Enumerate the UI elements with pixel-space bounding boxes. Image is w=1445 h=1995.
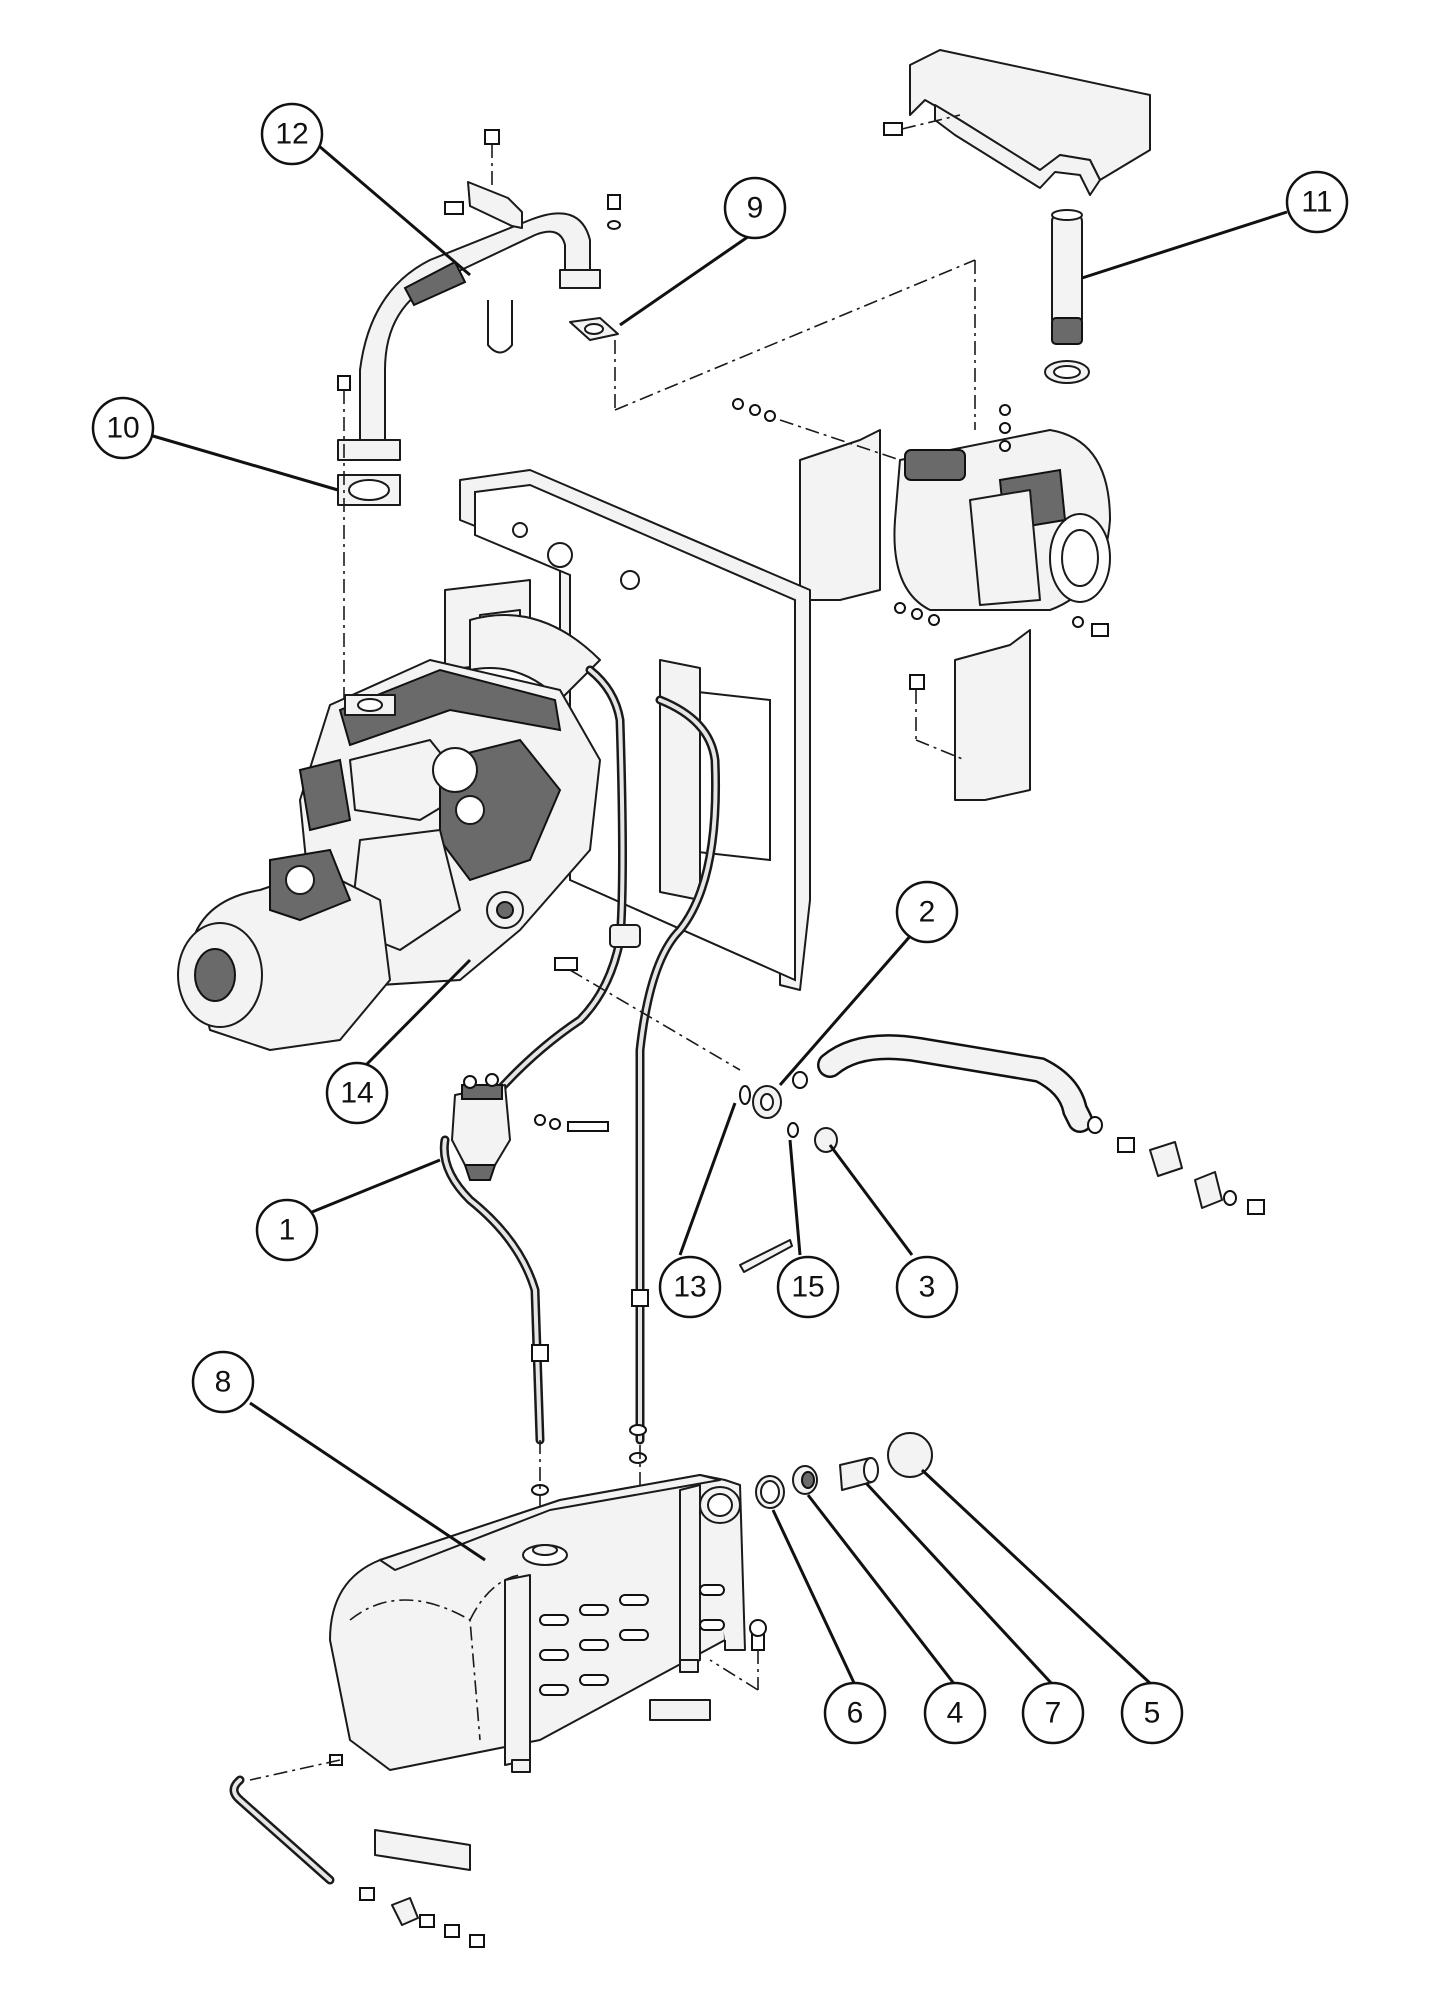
callout-12: 12: [260, 102, 324, 166]
filler-neck-ring: [792, 1465, 818, 1495]
cotter-pin: [739, 1239, 793, 1273]
dpf-mounting-bracket-upper: [799, 429, 881, 601]
fuel-filter: [451, 1073, 511, 1181]
drain-fittings: [359, 1887, 485, 1948]
svg-text:15: 15: [791, 1271, 824, 1304]
svg-text:2: 2: [919, 896, 936, 929]
fuel-filter-line: [439, 1135, 645, 1445]
svg-text:7: 7: [1045, 1697, 1062, 1730]
fuel-vent-hose: [817, 1034, 1093, 1133]
exhaust-pipe: [337, 212, 601, 461]
svg-text:12: 12: [275, 118, 308, 151]
callout-5: 5: [1120, 1681, 1184, 1745]
exhaust-gasket-bottom: [337, 375, 401, 506]
callout-15: 15: [776, 1255, 840, 1319]
svg-text:3: 3: [919, 1271, 936, 1304]
callout-11: 11: [1285, 170, 1349, 234]
svg-text:5: 5: [1144, 1697, 1161, 1730]
callout-14: 14: [325, 1061, 389, 1125]
dpf-mounting-bracket-lower: [954, 629, 1031, 801]
leader-lines: [152, 138, 1288, 1687]
hose-clamps: [792, 1071, 1265, 1215]
svg-text:9: 9: [747, 192, 764, 225]
callout-9: 9: [723, 176, 787, 240]
bolt: [883, 114, 961, 136]
svg-text:1: 1: [279, 1214, 296, 1247]
callout-1: 1: [255, 1198, 319, 1262]
callout-6: 6: [823, 1681, 887, 1745]
mounting-bracket: [444, 129, 523, 229]
drain-label-plate: [374, 1829, 471, 1871]
bolt: [607, 194, 621, 230]
line-fittings: [531, 1289, 649, 1496]
svg-text:11: 11: [1301, 186, 1332, 219]
svg-text:14: 14: [340, 1077, 373, 1110]
exhaust-heat-shield: [909, 49, 1151, 196]
svg-text:10: 10: [106, 412, 139, 445]
washer-stack: [732, 398, 1109, 690]
callout-13: 13: [658, 1255, 722, 1319]
exhaust-tailpipe: [1044, 209, 1090, 384]
drain-line: [229, 1754, 343, 1885]
tank-bolt: [749, 1619, 767, 1651]
diesel-particulate-filter: [893, 429, 1111, 611]
radiator-frame: [444, 469, 811, 991]
o-ring: [739, 1085, 799, 1138]
callout-4: 4: [923, 1681, 987, 1745]
line-clamp: [554, 924, 641, 971]
fuel-return-line: [635, 695, 721, 1295]
tank-slots: [539, 1584, 725, 1696]
svg-text:6: 6: [847, 1697, 864, 1730]
callout-3: 3: [895, 1255, 959, 1319]
fitting-elbow: [752, 1085, 782, 1119]
filler-neck-adapter: [839, 1457, 879, 1491]
u-bolt: [487, 300, 513, 354]
callout-10: 10: [91, 396, 155, 460]
svg-text:13: 13: [673, 1271, 706, 1304]
fuel-cap: [887, 1432, 933, 1478]
callout-7: 7: [1021, 1681, 1085, 1745]
filler-neck-seal: [755, 1475, 785, 1509]
svg-text:8: 8: [215, 1366, 232, 1399]
filter-bolt: [534, 1114, 609, 1132]
callout-8: 8: [191, 1350, 255, 1414]
exhaust-gasket-top: [569, 317, 619, 341]
callout-2: 2: [895, 880, 959, 944]
transmission-housing: [177, 848, 391, 1051]
tank-strap-foot: [511, 1659, 711, 1773]
svg-text:4: 4: [947, 1697, 964, 1730]
fuel-tank: [329, 1474, 746, 1771]
